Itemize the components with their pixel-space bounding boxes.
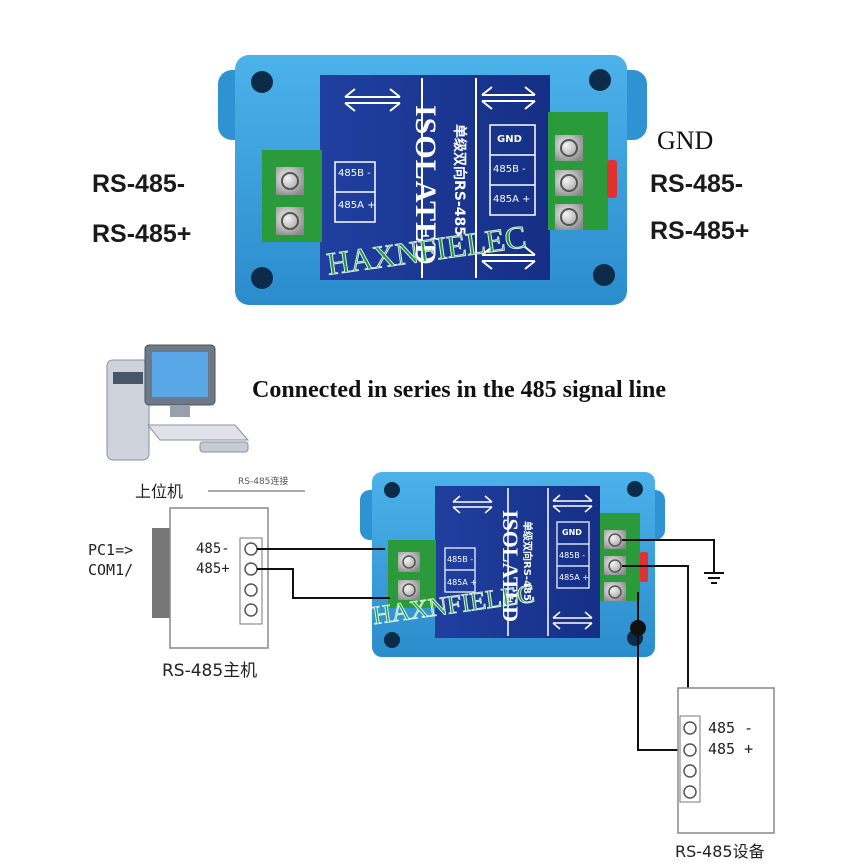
power-led xyxy=(607,160,617,198)
slave-name: RS-485设备 xyxy=(675,842,765,861)
mount-hole xyxy=(589,69,611,91)
bottom-panel-485b: 485B - xyxy=(447,555,474,564)
bidirectional-arrow-icon xyxy=(481,246,536,270)
rs485-slave xyxy=(677,687,775,834)
top-device-panel xyxy=(320,75,550,280)
top-left-label-plus: RS-485+ xyxy=(92,220,192,248)
bottom-panel-gnd: GND xyxy=(562,528,582,537)
top-left-label-minus: RS-485- xyxy=(92,170,186,198)
wire-gnd xyxy=(622,539,715,572)
bottom-panel-485a-right: 485A + xyxy=(559,573,589,582)
top-panel-485a-right: 485A + xyxy=(493,194,531,205)
bidirectional-arrow-icon xyxy=(452,494,593,630)
top-right-label-gnd: GND xyxy=(657,126,714,155)
top-device xyxy=(218,55,647,305)
top-right-label-minus: RS-485- xyxy=(650,170,744,198)
bidirectional-arrow-icon xyxy=(344,88,401,112)
bottom-panel-485b-right: 485B - xyxy=(559,551,586,560)
ground-icon xyxy=(704,572,724,584)
top-panel-485b: 485B - xyxy=(338,168,371,179)
mount-hole xyxy=(251,71,273,93)
wiring xyxy=(257,539,715,751)
terminal-block-left xyxy=(262,150,322,242)
diagram-caption: Connected in series in the 485 signal li… xyxy=(252,377,667,403)
master-connector xyxy=(152,528,170,618)
master-port-label-2: COM1/ xyxy=(88,561,134,579)
rs485-master xyxy=(152,507,269,649)
top-panel-gnd: GND xyxy=(497,134,522,145)
top-panel-485a: 485A + xyxy=(338,200,376,211)
pc-link-label: RS-485连接 xyxy=(238,477,289,487)
master-name: RS-485主机 xyxy=(162,661,258,681)
wire-slave-plus xyxy=(637,592,686,751)
mount-hole xyxy=(593,264,615,286)
bottom-device-panel xyxy=(435,486,600,638)
master-port-label-1: PC1=> xyxy=(88,541,134,559)
slave-terminal-plus: 485 + xyxy=(708,740,754,758)
terminal-block-right xyxy=(548,112,617,230)
master-terminal-plus: 485+ xyxy=(196,561,230,577)
bottom-device xyxy=(360,472,665,657)
bidirectional-arrow-icon xyxy=(481,86,536,110)
computer-icon xyxy=(106,344,250,461)
master-terminal-minus: 485- xyxy=(196,541,230,557)
top-panel-485b-right: 485B - xyxy=(493,164,526,175)
pc-label: 上位机 xyxy=(135,482,184,501)
slave-terminal-minus: 485 - xyxy=(708,719,754,737)
mount-hole xyxy=(251,267,273,289)
bottom-panel-485a: 485A + xyxy=(447,578,477,587)
wire-485-plus xyxy=(257,568,390,599)
top-right-label-plus: RS-485+ xyxy=(650,217,750,245)
